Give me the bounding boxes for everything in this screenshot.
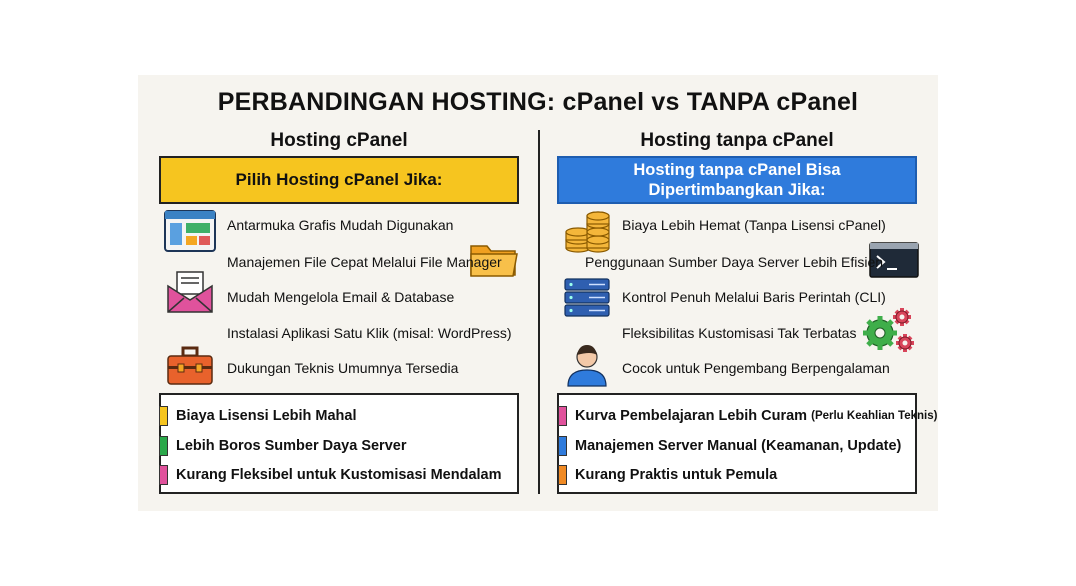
left-choose-label: Pilih Hosting cPanel Jika: <box>235 170 443 189</box>
right-con-1: Kurva Pembelajaran Lebih Curam (Perlu Ke… <box>558 406 937 426</box>
left-feature-3: Mudah Mengelola Email & Database <box>227 289 455 305</box>
blue-marker <box>558 436 567 456</box>
folder-icon <box>470 245 518 277</box>
left-feature-2: Manajemen File Cepat Melalui File Manage… <box>227 254 502 270</box>
right-feature-4: Fleksibilitas Kustomisasi Tak Terbatas <box>622 325 857 341</box>
right-con-1-note: (Perlu Keahlian Teknis) <box>811 410 938 422</box>
orange-marker <box>558 465 567 485</box>
toolbox-icon <box>167 346 213 385</box>
terminal-icon <box>869 242 919 278</box>
coins-icon <box>565 211 610 253</box>
right-con-2: Manajemen Server Manual (Keamanan, Updat… <box>558 436 901 456</box>
pink-marker <box>558 406 567 426</box>
right-feature-1: Biaya Lebih Hemat (Tanpa Lisensi cPanel) <box>622 217 886 233</box>
left-feature-1: Antarmuka Grafis Mudah Digunakan <box>227 217 454 233</box>
right-feature-2: Penggunaan Sumber Daya Server Lebih Efis… <box>585 254 884 270</box>
right-consider-line2: Dipertimbangkan Jika: <box>648 181 826 199</box>
green-marker <box>159 436 168 456</box>
gears-icon <box>863 308 914 352</box>
left-column-heading: Hosting cPanel <box>270 130 408 151</box>
right-consider-line1: Hosting tanpa cPanel Bisa <box>633 161 841 179</box>
left-con-2: Lebih Boros Sumber Daya Server <box>159 436 406 456</box>
left-feature-4: Instalasi Aplikasi Satu Klik (misal: Wor… <box>227 325 512 341</box>
right-column-heading: Hosting tanpa cPanel <box>640 130 834 151</box>
left-con-3: Kurang Fleksibel untuk Kustomisasi Menda… <box>159 465 502 485</box>
left-feature-5: Dukungan Teknis Umumnya Tersedia <box>227 360 459 376</box>
right-feature-3: Kontrol Penuh Melalui Baris Perintah (CL… <box>622 289 886 305</box>
right-feature-5: Cocok untuk Pengembang Berpengalaman <box>622 360 890 376</box>
left-choose-box: Pilih Hosting cPanel Jika: <box>159 156 519 204</box>
envelope-icon <box>167 271 213 313</box>
server-icon <box>564 278 610 317</box>
right-consider-box: Hosting tanpa cPanel Bisa Dipertimbangka… <box>557 156 917 204</box>
user-icon <box>567 345 607 387</box>
right-cons-box <box>557 393 917 494</box>
pink-marker <box>159 465 168 485</box>
column-divider <box>538 130 540 494</box>
page-title: PERBANDINGAN HOSTING: cPanel vs TANPA cP… <box>217 88 859 116</box>
browser-window-icon <box>164 210 216 252</box>
left-con-1: Biaya Lisensi Lebih Mahal <box>159 406 357 426</box>
left-cons-box <box>159 393 519 494</box>
right-con-3: Kurang Praktis untuk Pemula <box>558 465 777 485</box>
yellow-marker <box>159 406 168 426</box>
